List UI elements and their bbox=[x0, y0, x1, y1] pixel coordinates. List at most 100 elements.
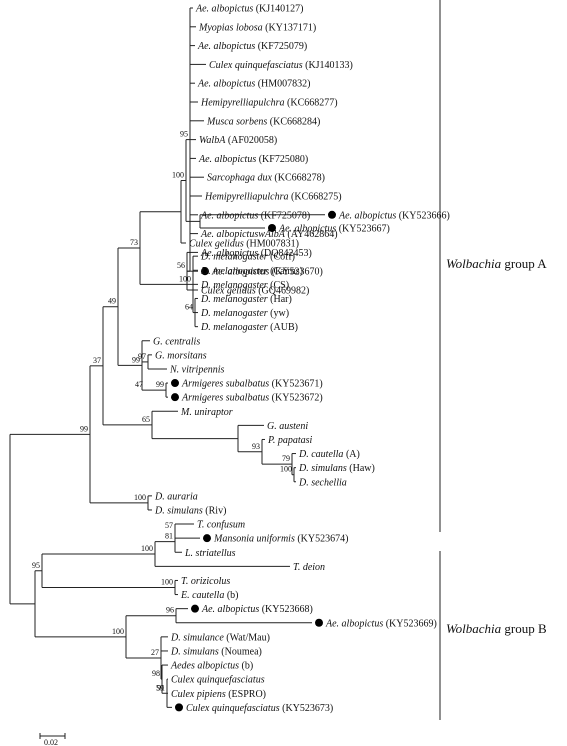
group-a-prefix: Wolbachia bbox=[446, 256, 502, 271]
taxon-label: T. deion bbox=[293, 562, 325, 573]
sample-marker bbox=[171, 379, 179, 388]
group-b-prefix: Wolbachia bbox=[446, 621, 502, 636]
taxon-label: D. sechellia bbox=[298, 477, 347, 488]
taxon-label: Hemipyrelliapulchra (KC668275) bbox=[204, 192, 342, 203]
taxon-label: Aedes albopictus (b) bbox=[170, 661, 253, 672]
taxon-label: D. simulans (Noumea) bbox=[170, 646, 262, 657]
bootstrap-value: 56 bbox=[177, 261, 185, 270]
taxon-label: Ae. albopictus (KY523670) bbox=[211, 267, 323, 278]
sample-marker bbox=[203, 534, 211, 543]
group-a-suffix: group A bbox=[501, 256, 547, 271]
bootstrap-value: 100 bbox=[161, 578, 173, 587]
taxon-label: G. austeni bbox=[267, 421, 308, 432]
taxon-label: D. melanogaster (yw) bbox=[200, 308, 289, 319]
bootstrap-value: 73 bbox=[130, 238, 138, 247]
bootstrap-value: 100 bbox=[141, 544, 153, 553]
taxon-label: D. simulance (Wat/Mau) bbox=[170, 632, 270, 643]
taxon-label: Armigeres subalbatus (KY523671) bbox=[181, 379, 323, 390]
bootstrap-value: 79 bbox=[282, 454, 290, 463]
taxon-label: Ae. albopictus (KY523669) bbox=[325, 618, 437, 629]
taxon-label: G. centralis bbox=[153, 336, 200, 347]
taxon-label: WalbA (AF020058) bbox=[199, 135, 277, 146]
taxon-label: N. vitripennis bbox=[169, 364, 225, 375]
taxon-label: Ae. albopictus (KY523668) bbox=[201, 604, 313, 615]
taxon-labels: Ae. albopictus (KJ140127) Myopias lobosa … bbox=[153, 4, 450, 714]
sample-marker bbox=[175, 703, 183, 712]
scale-bar: 0.02 bbox=[39, 733, 66, 746]
bootstrap-value: 100 bbox=[179, 274, 191, 283]
taxon-label: D. melanogaster (Cairns) bbox=[200, 266, 303, 277]
taxon-label: Culex gelidus (HM007831) bbox=[189, 239, 299, 250]
bootstrap-value: 37 bbox=[93, 356, 101, 365]
group-b-label: Wolbachia group B bbox=[446, 621, 547, 636]
bootstrap-value: 57 bbox=[165, 521, 173, 530]
taxon-label: Ae. albopictus (KF725080) bbox=[198, 154, 308, 165]
bootstrap-value: 65 bbox=[142, 415, 150, 424]
taxon-label: T. orizicolus bbox=[181, 576, 230, 587]
bootstrap-value: 95 bbox=[32, 561, 40, 570]
scale-bar-label: 0.02 bbox=[44, 738, 58, 746]
taxon-label: P. papatasi bbox=[267, 435, 312, 446]
sample-marker bbox=[328, 210, 336, 219]
bootstrap-value: 81 bbox=[165, 532, 173, 541]
taxon-label: Armigeres subalbatus (KY523672) bbox=[181, 393, 323, 404]
taxon-label: Mansonia uniformis (KY523674) bbox=[213, 534, 348, 545]
taxon-label: L. striatellus bbox=[184, 548, 236, 559]
taxon-label: D. melanogaster (CS) bbox=[200, 280, 289, 291]
bootstrap-value: 91 bbox=[157, 683, 165, 692]
sample-marker bbox=[268, 223, 276, 232]
bootstrap-value: 100 bbox=[112, 627, 124, 636]
taxon-label: Ae. albopictus (KF725079) bbox=[197, 41, 307, 52]
bootstrap-value: 95 bbox=[180, 130, 188, 139]
sample-marker bbox=[315, 618, 323, 627]
taxon-label: Culex quinquefasciatus (KJ140133) bbox=[209, 60, 353, 71]
taxon-label: Myopias lobosa (KY137171) bbox=[198, 22, 316, 33]
bootstrap-value: 47 bbox=[135, 380, 143, 389]
taxon-label: D. cautella (A) bbox=[298, 449, 360, 460]
taxon-label: Sarcophaga dux (KC668278) bbox=[207, 173, 325, 184]
bootstrap-value: 27 bbox=[151, 648, 159, 657]
bootstrap-value: 49 bbox=[108, 297, 116, 306]
taxon-label: T. confusum bbox=[197, 520, 245, 531]
taxon-label: Ae. albopictus (KJ140127) bbox=[195, 4, 304, 15]
taxon-label: G. morsitans bbox=[155, 350, 207, 361]
taxon-label: Ae. albopictus (HM007832) bbox=[197, 79, 311, 90]
taxon-label: Culex pipiens (ESPRO) bbox=[171, 689, 266, 700]
taxon-label: D. melanogaster (Coff) bbox=[200, 252, 295, 263]
bootstrap-value: 99 bbox=[132, 355, 140, 364]
sample-marker bbox=[171, 393, 179, 402]
bootstrap-value: 59 bbox=[156, 683, 164, 692]
group-b-bracket: Wolbachia group B bbox=[439, 551, 547, 720]
taxon-label: D. melanogaster (Har) bbox=[200, 294, 292, 305]
taxon-label: D. simulans (Riv) bbox=[154, 505, 226, 516]
taxon-label: Ae. albopictus (DQ842453) bbox=[200, 248, 312, 259]
group-a-label: Wolbachia group A bbox=[446, 256, 547, 271]
taxon-label: M. uniraptor bbox=[180, 407, 233, 418]
taxon-label: Ae. albopictus (KY523666) bbox=[338, 210, 450, 221]
taxon-label: Hemipyrelliapulchra (KC668277) bbox=[200, 98, 338, 109]
taxon-label: Culex quinquefasciatus (KY523673) bbox=[186, 703, 333, 714]
group-a-bracket: Wolbachia group A bbox=[439, 0, 547, 532]
taxon-label: E. cautella (b) bbox=[180, 590, 239, 601]
taxon-label: Ae. albopictus (KY523667) bbox=[278, 223, 390, 234]
taxon-label: Culex quinquefasciatus bbox=[171, 675, 265, 686]
bootstrap-value: 64 bbox=[185, 303, 193, 312]
branches: 5695100641007397994799491007993653710099… bbox=[9, 7, 325, 708]
taxon-label: Ae. albopictuswAlbA (AY462864) bbox=[200, 229, 338, 240]
taxon-label: Ae. albopictus (KF725078) bbox=[200, 210, 310, 221]
bootstrap-value: 99 bbox=[80, 424, 88, 433]
bootstrap-value: 99 bbox=[156, 380, 164, 389]
bootstrap-value: 100 bbox=[280, 465, 292, 474]
bootstrap-value: 93 bbox=[252, 442, 260, 451]
bootstrap-value: 100 bbox=[134, 493, 146, 502]
sample-marker bbox=[201, 267, 209, 276]
taxon-label: D. auraria bbox=[154, 491, 198, 502]
sample-marker bbox=[191, 604, 199, 613]
bootstrap-value: 98 bbox=[152, 669, 160, 678]
taxon-label: D. melanogaster (AUB) bbox=[200, 322, 298, 333]
taxon-label: D. simulans (Haw) bbox=[298, 463, 375, 474]
group-b-suffix: group B bbox=[501, 621, 547, 636]
bootstrap-value: 96 bbox=[166, 606, 174, 615]
taxon-label: Culex gelidus (GQ469982) bbox=[201, 286, 309, 297]
